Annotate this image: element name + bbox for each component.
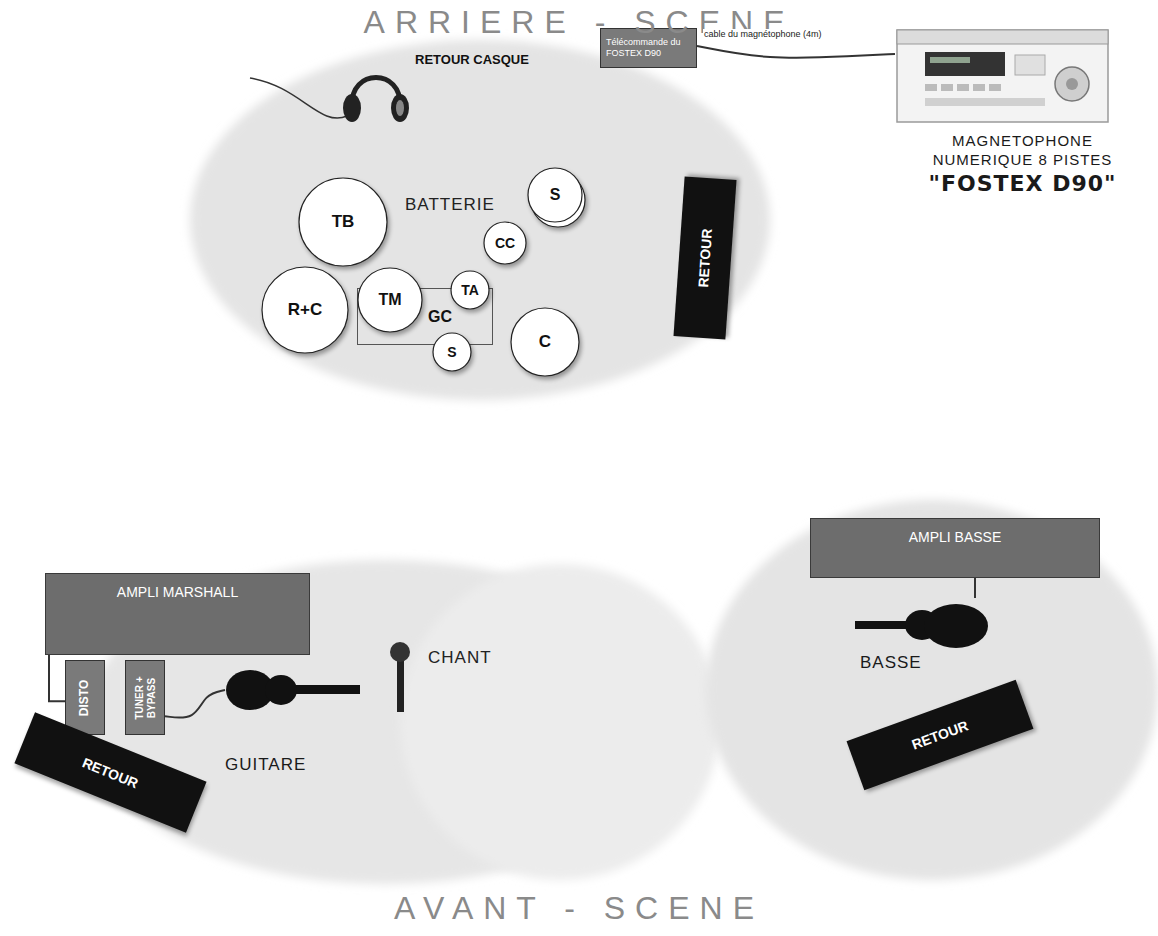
box-label: AMPLI BASSE	[909, 529, 1002, 547]
bass-guitar: BASSE	[850, 598, 1010, 673]
crash-cymbal: C	[510, 307, 580, 377]
bass-amp: AMPLI BASSE	[810, 518, 1100, 578]
instrument-label: MAGNETOPHONE NUMERIQUE 8 PISTES	[923, 132, 1123, 170]
cable	[49, 655, 65, 701]
snare-drum: S	[432, 332, 472, 372]
monitor-wedge: RETOUR	[673, 176, 736, 339]
monitor-label: RETOUR	[695, 228, 715, 288]
stage-side-title: AVANT - SCENE	[0, 890, 1158, 927]
drums-label: BATTERIE	[405, 195, 495, 215]
drum-label: R+C	[288, 300, 322, 320]
headphones-icon	[250, 78, 409, 123]
box-label: GC	[428, 307, 452, 327]
monitor-label: RETOUR	[910, 717, 971, 752]
vocal-label: CHANT	[428, 648, 492, 668]
tuner-pedal: TUNER + BYPASS	[125, 660, 165, 735]
drum-label: S	[447, 344, 456, 360]
bass-icon	[855, 604, 988, 648]
box-label: Télécommande du FOSTEX D90	[606, 37, 691, 60]
drum-label: TB	[332, 212, 355, 232]
china-cymbal: CC	[483, 221, 527, 265]
microphone-icon	[390, 642, 410, 712]
drum-label: C	[539, 332, 551, 352]
instrument-label: BASSE	[860, 652, 1010, 673]
tape-recorder: MAGNETOPHONE NUMERIQUE 8 PISTES"FOSTEX D…	[895, 26, 1150, 197]
pedal-label: TUNER + BYPASS	[134, 664, 157, 731]
cable-label: cable du magnétophone (4m)	[703, 29, 823, 39]
drum-label: CC	[495, 235, 515, 251]
cable	[974, 578, 976, 598]
drum-label: TM	[378, 291, 401, 309]
drum-label: S	[550, 186, 561, 204]
instrument-label: "FOSTEX D90"	[895, 170, 1150, 198]
drum-zone	[190, 40, 770, 400]
guitar-icon	[226, 670, 360, 710]
mid-tom: TM	[357, 267, 423, 333]
distortion-pedal: DISTO	[65, 660, 105, 735]
pedal-label: DISTO	[78, 664, 92, 731]
tape-recorder-icon	[897, 30, 1108, 122]
drum-label: TA	[461, 282, 479, 298]
guitar-zone-overlap	[400, 564, 720, 880]
high-tom: TA	[450, 270, 490, 310]
instrument-label: GUITARE	[225, 754, 360, 775]
cymbal: S	[527, 167, 583, 223]
bass-zone	[706, 500, 1158, 880]
stage-side-title: ARRIERE - SCENE	[0, 4, 1158, 41]
guitar-amp: AMPLI MARSHALL	[45, 573, 310, 655]
cable	[697, 46, 895, 58]
monitor-label: RETOUR	[80, 754, 141, 791]
box-label: AMPLI MARSHALL	[117, 584, 238, 602]
floor-tom: TB	[298, 177, 388, 267]
guitar: GUITARE	[225, 662, 360, 775]
headphone-label: RETOUR CASQUE	[415, 52, 529, 67]
cable	[165, 690, 225, 718]
ride-crash-cymbal: R+C	[261, 266, 349, 354]
